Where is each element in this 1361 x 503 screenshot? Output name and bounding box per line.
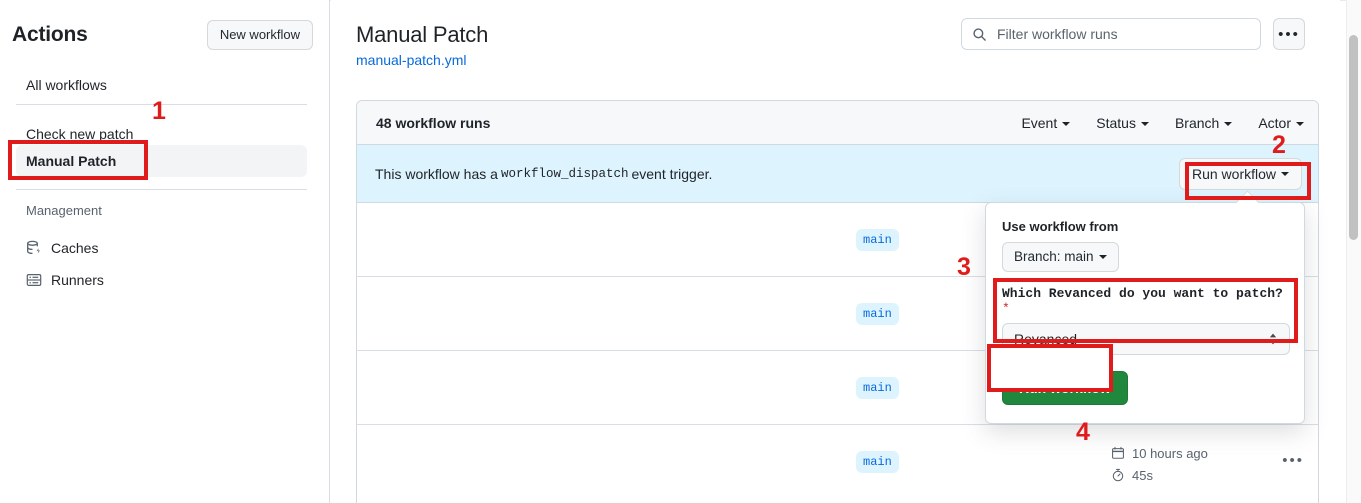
filter-event-label: Event: [1021, 114, 1058, 131]
sidebar-item-manual-patch[interactable]: Manual Patch: [8, 145, 307, 177]
stopwatch-icon: [1110, 467, 1126, 483]
workflow-title: Manual Patch: [356, 22, 489, 47]
page-scrollbar-track[interactable]: [1346, 0, 1361, 503]
run-meta: 10 hours ago 45s: [1110, 442, 1250, 486]
chevron-down-icon: [1224, 121, 1233, 126]
filter-status[interactable]: Status: [1096, 115, 1149, 131]
sidebar-section-management: Management: [26, 203, 102, 218]
filter-status-label: Status: [1096, 114, 1136, 131]
branch-badge[interactable]: main: [856, 303, 899, 325]
workflow-dispatch-banner: This workflow has a workflow_dispatch ev…: [357, 145, 1318, 203]
branch-badge[interactable]: main: [856, 229, 899, 251]
branch-badge[interactable]: main: [856, 377, 899, 399]
search-icon: [972, 27, 987, 42]
new-workflow-button[interactable]: New workflow: [206, 20, 313, 50]
dispatch-text-before: This workflow has a: [375, 166, 498, 182]
filter-branch-label: Branch: [1174, 114, 1220, 131]
filter-actor[interactable]: Actor: [1258, 115, 1304, 131]
dispatch-banner-text: This workflow has a workflow_dispatch ev…: [375, 166, 712, 182]
database-icon: [26, 240, 42, 256]
required-marker: *: [1002, 301, 1010, 316]
workflow-file-link[interactable]: manual-patch.yml: [356, 52, 467, 68]
sidebar-item-caches[interactable]: Caches: [16, 232, 307, 264]
branch-select-button[interactable]: Branch: main: [1002, 242, 1119, 272]
patch-target-select-value: Revanced: [1014, 331, 1078, 347]
chevron-down-icon: [1140, 121, 1149, 126]
filter-branch[interactable]: Branch: [1174, 114, 1233, 131]
table-row[interactable]: main: [357, 277, 1318, 351]
dispatch-event-code: workflow_dispatch: [500, 167, 629, 181]
run-timestamp: 10 hours ago: [1110, 442, 1250, 464]
sidebar-header: Actions New workflow: [12, 20, 313, 50]
sidebar-item-check-new-patch[interactable]: Check new patch: [16, 118, 307, 150]
run-duration-label: 45s: [1132, 467, 1153, 483]
submit-run-workflow-button[interactable]: Run workflow: [1002, 371, 1128, 405]
sidebar-item-label: Caches: [51, 240, 99, 256]
use-workflow-from-label: Use workflow from: [1002, 219, 1119, 234]
sidebar-item-label: All workflows: [26, 77, 107, 93]
calendar-icon: [1110, 445, 1126, 461]
patch-target-field-label-text: Which Revanced do you want to patch?: [1002, 286, 1283, 301]
sidebar-item-label: Check new patch: [26, 126, 134, 142]
branch-badge[interactable]: main: [856, 451, 899, 473]
filter-workflow-runs-field[interactable]: [961, 18, 1261, 50]
dispatch-text-after: event trigger.: [631, 166, 713, 182]
chevron-down-icon: [1281, 172, 1289, 176]
chevron-down-icon: [1062, 121, 1071, 126]
run-timestamp-label: 10 hours ago: [1132, 445, 1208, 461]
table-row[interactable]: main 10 hours ago: [357, 425, 1318, 499]
chevron-down-icon: [1296, 121, 1304, 126]
workflow-runs-count: 48 workflow runs: [376, 114, 491, 131]
filter-actor-label: Actor: [1258, 114, 1291, 131]
run-workflow-dropdown-button[interactable]: Run workflow: [1178, 158, 1302, 190]
sidebar-item-all-workflows[interactable]: All workflows: [16, 69, 307, 101]
page-scrollbar-thumb[interactable]: [1349, 35, 1358, 240]
run-workflow-button-label: Run workflow: [1191, 166, 1276, 182]
patch-target-select[interactable]: Revanced: [1002, 323, 1290, 355]
chevron-down-icon: [1098, 255, 1107, 259]
sidebar-divider: [16, 189, 307, 190]
patch-target-field-label: Which Revanced do you want to patch? *: [1002, 286, 1288, 316]
row-overflow-menu-button[interactable]: •••: [1282, 452, 1304, 469]
run-workflow-popover: Use workflow from Branch: main Which Rev…: [985, 202, 1305, 424]
sidebar-item-runners[interactable]: Runners: [16, 264, 307, 296]
chevron-updown-icon: [1267, 331, 1279, 347]
page-overflow-menu-button[interactable]: •••: [1273, 18, 1305, 50]
page-title: Actions: [12, 23, 88, 46]
branch-select-label: Branch: main: [1014, 249, 1094, 264]
table-row[interactable]: main: [357, 203, 1318, 277]
filter-event[interactable]: Event: [1021, 114, 1071, 131]
sidebar-divider: [16, 104, 307, 105]
workflow-runs-toolbar: 48 workflow runs Event Status Branch Act…: [357, 101, 1318, 145]
server-icon: [26, 272, 42, 288]
actions-sidebar: Actions New workflow All workflows Check…: [0, 0, 330, 503]
workflow-runs-filters: Event Status Branch Actor: [1021, 115, 1304, 131]
search-input[interactable]: [995, 25, 1250, 43]
sidebar-item-label: Manual Patch: [26, 153, 117, 169]
run-duration: 45s: [1110, 464, 1250, 486]
sidebar-item-label: Runners: [51, 272, 104, 288]
